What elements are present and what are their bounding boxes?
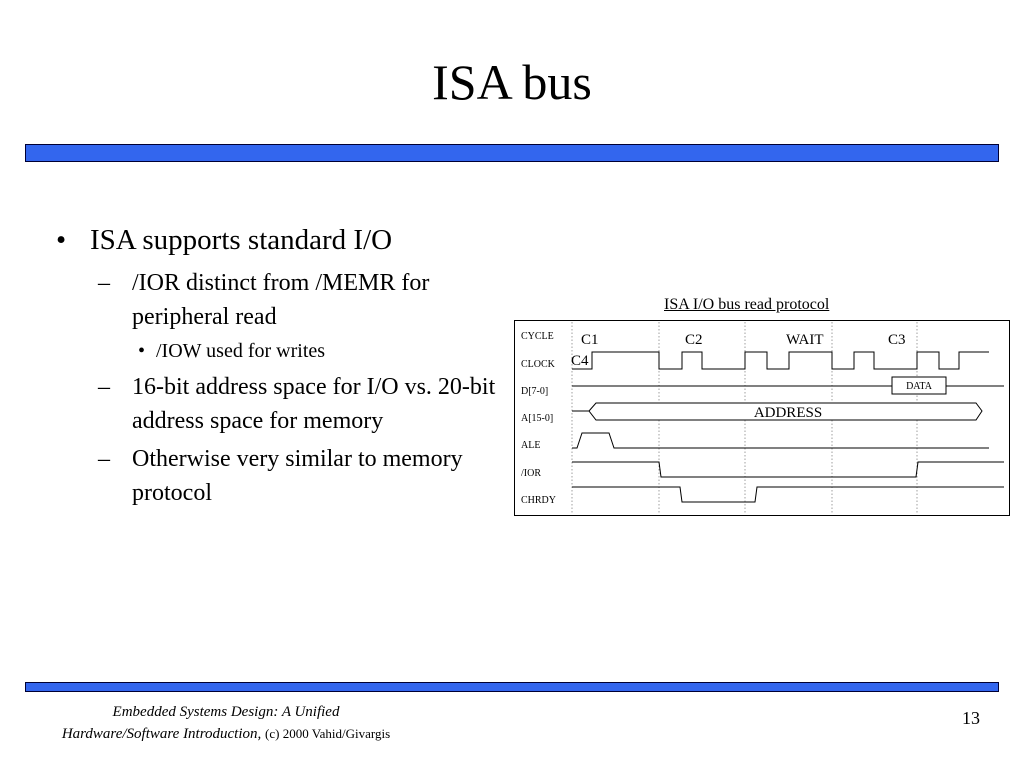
data-valid-box [891, 376, 947, 395]
bullet-main-text: ISA supports standard I/O [90, 224, 393, 256]
dash-marker: – [98, 270, 110, 296]
dash-marker: – [98, 446, 110, 472]
clock-waveform [572, 351, 989, 370]
timing-diagram: CYCLE CLOCK D[7-0] A[15-0] ALE /IOR CHRD… [514, 320, 1010, 516]
signal-label-data: D[7-0] [521, 386, 548, 397]
phase-label-c4: C4 [571, 353, 589, 369]
header-divider-bar [25, 144, 999, 162]
dash-marker: – [98, 374, 110, 400]
diagram-caption: ISA I/O bus read protocol [664, 296, 830, 313]
chrdy-waveform [572, 486, 1004, 503]
bullet-sub-1-child: • /IOW used for writes [132, 336, 508, 366]
bullet-sub-1: – /IOR distinct from /MEMR for periphera… [90, 266, 508, 334]
page-number: 13 [962, 708, 980, 728]
bullet-sub-1-text: /IOR distinct from /MEMR for peripheral … [132, 270, 430, 330]
phase-label-wait: WAIT [786, 332, 824, 348]
footer-copyright: (c) 2000 Vahid/Givargis [265, 726, 391, 741]
bullet-sub-3: – Otherwise very similar to memory proto… [90, 442, 508, 510]
phase-label-c2: C2 [685, 332, 703, 348]
bullet-sub-1-child-text: /IOW used for writes [156, 340, 326, 362]
phase-label-c3: C3 [888, 332, 906, 348]
bullet-sub-2: – 16-bit address space for I/O vs. 20-bi… [90, 370, 508, 438]
bullet-sub-3-text: Otherwise very similar to memory protoco… [132, 446, 463, 506]
signal-label-clock: CLOCK [521, 359, 556, 370]
footer-divider-bar [25, 682, 999, 692]
bullet-main: • ISA supports standard I/O [48, 218, 508, 262]
signal-label-ior: /IOR [521, 468, 541, 479]
address-label: ADDRESS [754, 405, 822, 421]
phase-label-c1: C1 [581, 332, 599, 348]
ior-waveform [572, 461, 1004, 478]
signal-label-chrdy: CHRDY [521, 495, 556, 506]
data-label: DATA [906, 381, 933, 392]
bullet-marker: • [56, 224, 67, 256]
bullet-list: • ISA supports standard I/O – /IOR disti… [48, 218, 508, 510]
ale-waveform [572, 432, 989, 449]
signal-label-ale: ALE [521, 440, 540, 451]
slide-title: ISA bus [432, 54, 592, 110]
signal-label-address: A[15-0] [521, 413, 553, 424]
signal-label-cycle: CYCLE [521, 331, 554, 342]
bullet-marker: • [138, 340, 146, 362]
footer-book-title: Embedded Systems Design: A Unified [112, 704, 340, 720]
footer-book-subtitle: Hardware/Software Introduction, [61, 726, 262, 742]
footer-book-subtitle-line: Hardware/Software Introduction, (c) 2000… [20, 723, 432, 745]
address-valid-box [588, 402, 983, 421]
bullet-sub-2-text: 16-bit address space for I/O vs. 20-bit … [132, 374, 496, 434]
footer-reference: Embedded Systems Design: A Unified Hardw… [20, 702, 432, 745]
